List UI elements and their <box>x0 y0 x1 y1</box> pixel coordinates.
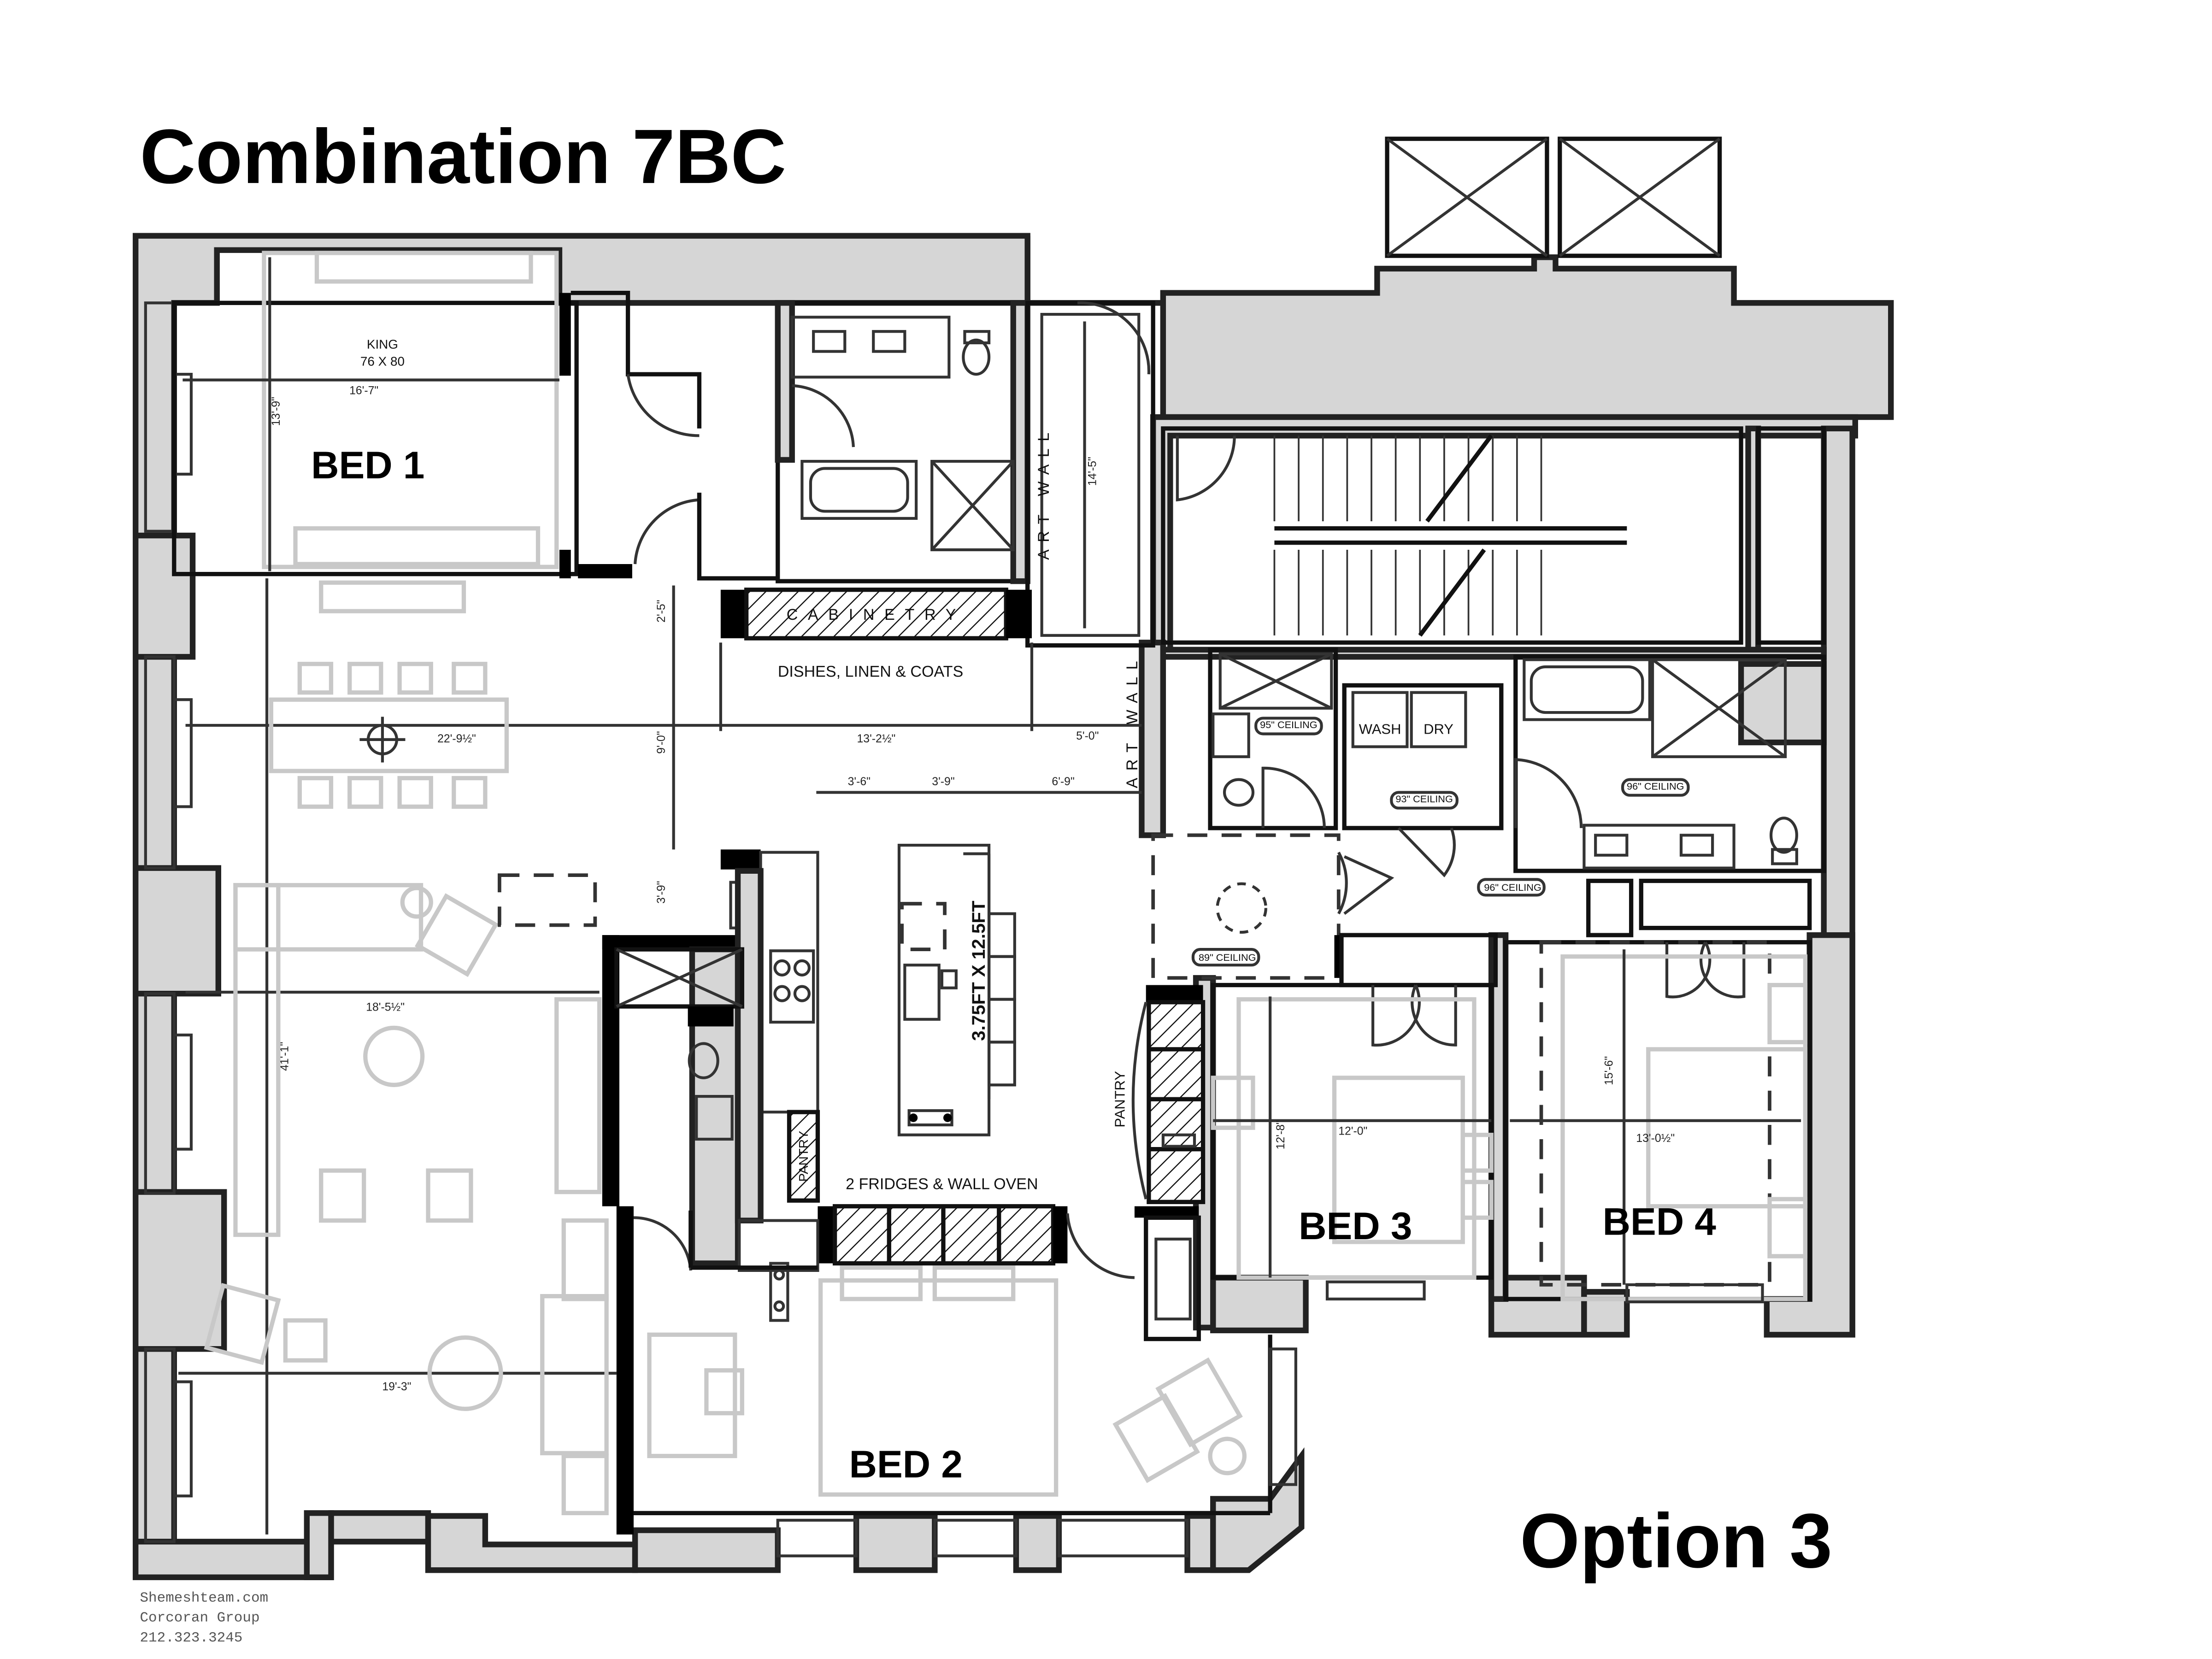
ceiling-89-label: 89" CEILING <box>1199 952 1256 963</box>
art-wall-closet: ART WALL 14'-5" <box>1025 300 1155 648</box>
bed3-depth-dim: 12'-8" <box>1275 1120 1287 1149</box>
ceiling-96b-label: 96" CEILING <box>1484 882 1541 893</box>
bed3-width-dim: 12'-0" <box>1338 1125 1367 1138</box>
bath3: 95" CEILING <box>1208 647 1338 830</box>
side-width-dim: 5'-0" <box>1076 730 1099 742</box>
dimension-lines: 2'-5" 9'-0" 3'-9" 22'-9½" 13'-2½" 5'-0" … <box>178 578 1142 1535</box>
bed3-area: 12'-0" 12'-8" BED 3 <box>1211 933 1498 1300</box>
island-c-dim: 6'-9" <box>1052 776 1074 788</box>
hall-depth-dim: 2'-5" <box>655 600 668 623</box>
kitchen-depth-dim: 9'-0" <box>655 731 668 753</box>
credit-phone: 212.323.3245 <box>140 1630 242 1646</box>
dishes-label: DISHES, LINEN & COATS <box>778 663 963 681</box>
art-wall-length-dim: 14'-5" <box>1086 457 1099 486</box>
bed1-width-dim: 16'-7" <box>349 384 378 397</box>
roof-skylights <box>1385 136 1722 258</box>
cabinetry-label: CABINETRY <box>787 606 966 624</box>
kitchen: 3.75FT X 12.5FT PANTRY 2 FRIDGES & WALL … <box>720 843 1201 1341</box>
bed2-area: BED 2 <box>633 1265 1297 1558</box>
pantry-label-1: PANTRY <box>796 1131 811 1182</box>
island-size-label: 3.75FT X 12.5FT <box>968 900 989 1041</box>
west-windows <box>144 301 193 1543</box>
bath4: 96" CEILING <box>1513 654 1826 873</box>
bed3-label: BED 3 <box>1299 1204 1412 1247</box>
kitchen-width-dim: 13'-2½" <box>857 733 896 745</box>
pantry-label-2: PANTRY <box>1112 1071 1128 1128</box>
fridges-label: 2 FRIDGES & WALL OVEN <box>846 1175 1038 1193</box>
bed4-label: BED 4 <box>1603 1200 1717 1243</box>
bed1-area: KING 76 X 80 BED 1 16'-7" 13'-9" <box>172 251 778 581</box>
dry-label: DRY <box>1424 721 1453 737</box>
bed2-width-dim: 19'-3" <box>382 1381 411 1393</box>
dining-width-dim: 22'-9½" <box>437 733 476 745</box>
bed4-area: 13'-0½" 15'-6" BED 4 <box>1503 940 1812 1304</box>
laundry: WASH DRY 93" CEILING <box>1342 683 1504 877</box>
king-label: KING <box>367 337 398 351</box>
stair-core <box>1161 426 1826 645</box>
bed2-label: BED 2 <box>849 1442 963 1486</box>
living-depth-dim: 41'-1" <box>279 1042 291 1071</box>
bed1-depth-dim: 13'-9" <box>270 397 282 426</box>
king-size-label: 76 X 80 <box>360 354 405 369</box>
island-a-dim: 3'-6" <box>848 776 871 788</box>
powder-room <box>602 868 819 1535</box>
island-b-dim: 3'-9" <box>932 776 954 788</box>
bed4-width-dim: 13'-0½" <box>1636 1132 1675 1145</box>
credit-website: Shemeshteam.com <box>140 1590 268 1606</box>
option-label: Option 3 <box>1520 1498 1832 1584</box>
ceiling-93-label: 93" CEILING <box>1395 793 1453 805</box>
bath1 <box>775 300 1030 584</box>
plan-title: Combination 7BC <box>140 114 786 200</box>
living-furniture <box>204 580 609 1515</box>
wash-label: WASH <box>1359 721 1401 737</box>
bed1-label: BED 1 <box>311 443 424 487</box>
ceiling-96a-label: 96" CEILING <box>1627 780 1684 792</box>
living-width-dim: 18'-5½" <box>366 1001 405 1013</box>
art-wall-label-2: ART WALL <box>1124 654 1141 788</box>
art-wall-label-1: ART WALL <box>1035 425 1053 560</box>
bed4-depth-dim: 15'-6" <box>1603 1056 1615 1085</box>
cabinetry: CABINETRY DISHES, LINEN & COATS ART WALL <box>720 588 1141 788</box>
hall-pantry: PANTRY <box>1112 985 1206 1204</box>
credit-company: Corcoran Group <box>140 1610 259 1626</box>
island-gap-dim: 3'-9" <box>655 881 668 904</box>
ceiling-95-label: 95" CEILING <box>1260 719 1317 730</box>
